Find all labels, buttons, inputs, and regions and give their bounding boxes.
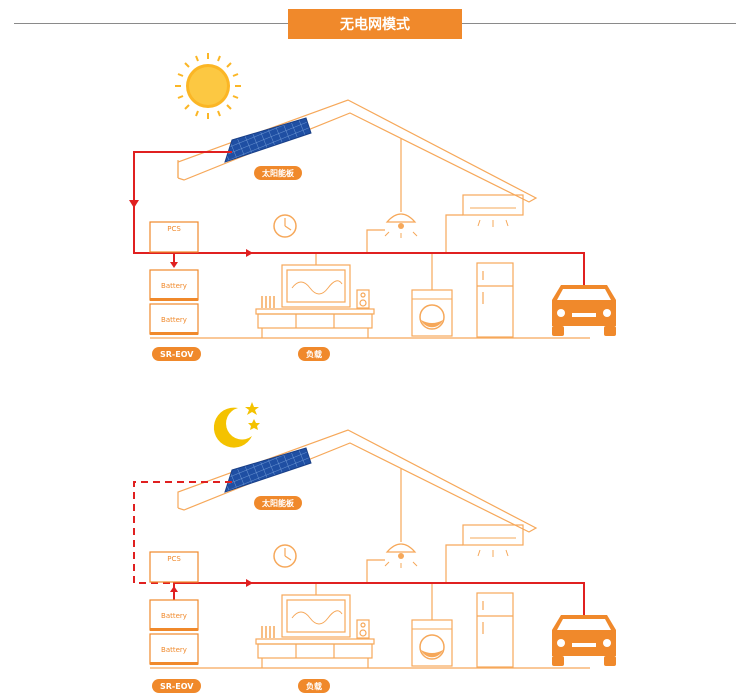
speaker-icon (356, 619, 370, 639)
solar-panel-label: 太阳能板 (254, 496, 302, 510)
tv-cabinet (255, 638, 375, 668)
system-label: SR-EOV (152, 679, 202, 693)
clock-icon (273, 214, 297, 238)
washing-machine-icon (411, 289, 453, 337)
page-title: 无电网模式 (288, 9, 462, 39)
title-divider-right (462, 23, 736, 24)
ceiling-lamp-icon (384, 468, 418, 568)
flow-arrows (170, 579, 253, 592)
battery-label: Battery (161, 646, 187, 654)
tv-cabinet (255, 308, 375, 338)
air-conditioner-icon (462, 524, 524, 557)
load-label: 负载 (298, 347, 330, 361)
fridge-icon (476, 592, 514, 668)
tv-icon (281, 264, 351, 308)
fridge-icon (476, 262, 514, 338)
ceiling-lamp-icon (384, 138, 418, 238)
pcs-label: PCS (167, 225, 181, 233)
flow-arrows (129, 200, 253, 268)
tv-icon (281, 594, 351, 638)
title-divider-left (14, 23, 288, 24)
power-flow-lines (173, 582, 585, 620)
battery-label: Battery (161, 316, 187, 324)
books-icon (261, 626, 275, 638)
books-icon (261, 296, 275, 308)
load-wiring (315, 544, 463, 620)
air-conditioner-icon (462, 194, 524, 227)
system-label: SR-EOV (152, 347, 202, 361)
star-icon (245, 402, 260, 430)
car-icon (552, 285, 616, 336)
solar-panel-icon (224, 117, 312, 163)
clock-icon (273, 544, 297, 568)
inactive-solar-line (133, 481, 232, 584)
speaker-icon (356, 289, 370, 309)
load-label: 负载 (298, 679, 330, 693)
car-icon (552, 615, 616, 666)
solar-panel-icon (224, 447, 312, 493)
solar-panel-label: 太阳能板 (254, 166, 302, 180)
load-wiring (315, 214, 463, 290)
battery-label: Battery (161, 282, 187, 290)
washing-machine-icon (411, 619, 453, 667)
battery-label: Battery (161, 612, 187, 620)
sun-icon (175, 53, 241, 119)
day-scene (129, 53, 616, 339)
night-scene (133, 402, 616, 669)
moon-icon (213, 407, 252, 448)
pcs-label: PCS (167, 555, 181, 563)
title-bar: 无电网模式 (0, 0, 750, 50)
